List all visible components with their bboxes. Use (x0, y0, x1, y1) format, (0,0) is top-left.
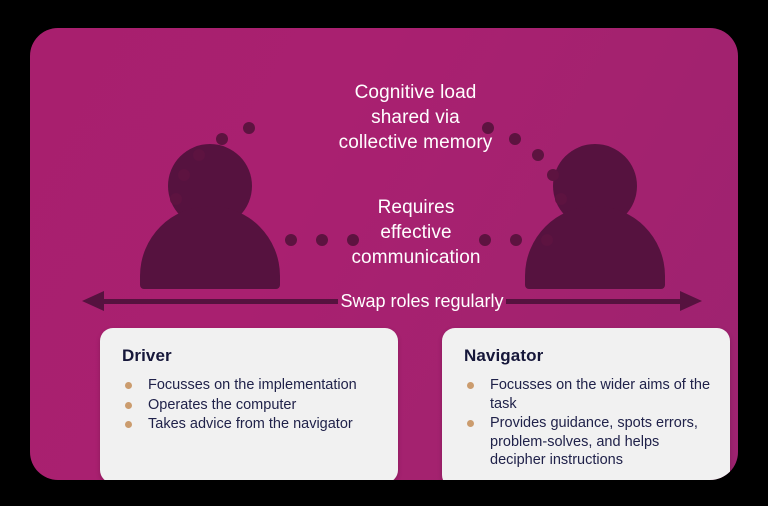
bullet-icon (125, 382, 132, 389)
bullet-icon (125, 401, 132, 409)
row-dot (347, 234, 359, 246)
arc-dot (509, 133, 521, 145)
arrow-left-icon (82, 291, 104, 311)
person-body (525, 206, 665, 289)
arc-dot (547, 169, 559, 181)
arrow-shaft-left (102, 299, 338, 304)
cognitive-load-label: Cognitive load shared via collective mem… (338, 82, 493, 153)
row-dot (316, 234, 328, 246)
list-item-label: Focusses on the implementation (148, 377, 357, 393)
communication-label: Requires effective communication (351, 197, 481, 268)
swap-roles-arrow: Swap roles regularly (76, 286, 706, 316)
list-item-label: Takes advice from the navigator (148, 416, 353, 432)
arc-dot (482, 122, 494, 134)
list-item-label: Provides guidance, spots errors, problem… (490, 415, 698, 468)
list-item-label: Operates the computer (148, 396, 297, 413)
arc-dot (170, 193, 182, 205)
list-item: Operates the computer (122, 396, 380, 415)
diagram-panel: Cognitive load shared via collective mem… (30, 28, 738, 480)
arrow-right-icon (680, 291, 702, 311)
bullet-icon (467, 420, 474, 427)
arc-dot (178, 169, 190, 181)
arc-dot (193, 149, 205, 161)
arc-dot (532, 149, 544, 161)
navigator-person-icon (525, 144, 665, 289)
person-body (140, 206, 280, 289)
list-item: Focusses on the implementation (122, 376, 380, 395)
row-dot (285, 234, 297, 246)
row-dot (541, 234, 553, 246)
list-item: Takes advice from the navigator (122, 415, 380, 434)
list-item: Provides guidance, spots errors, problem… (464, 414, 712, 470)
navigator-card: Navigator Focusses on the wider aims of … (442, 328, 730, 480)
row-dot (479, 234, 491, 246)
arc-dot (216, 133, 228, 145)
list-item: Focusses on the wider aims of the task (464, 376, 712, 413)
row-dot (510, 234, 522, 246)
driver-card-title: Driver (122, 346, 172, 365)
arrow-shaft-right (506, 299, 680, 304)
navigator-card-title: Navigator (464, 346, 544, 365)
arc-dot (555, 193, 567, 205)
swap-roles-label: Swap roles regularly (340, 291, 504, 311)
arc-dot (243, 122, 255, 134)
driver-person-icon (140, 144, 280, 289)
bullet-icon (125, 421, 132, 428)
list-item-label: Focusses on the wider aims of the task (490, 377, 711, 412)
bullet-icon (467, 382, 474, 389)
